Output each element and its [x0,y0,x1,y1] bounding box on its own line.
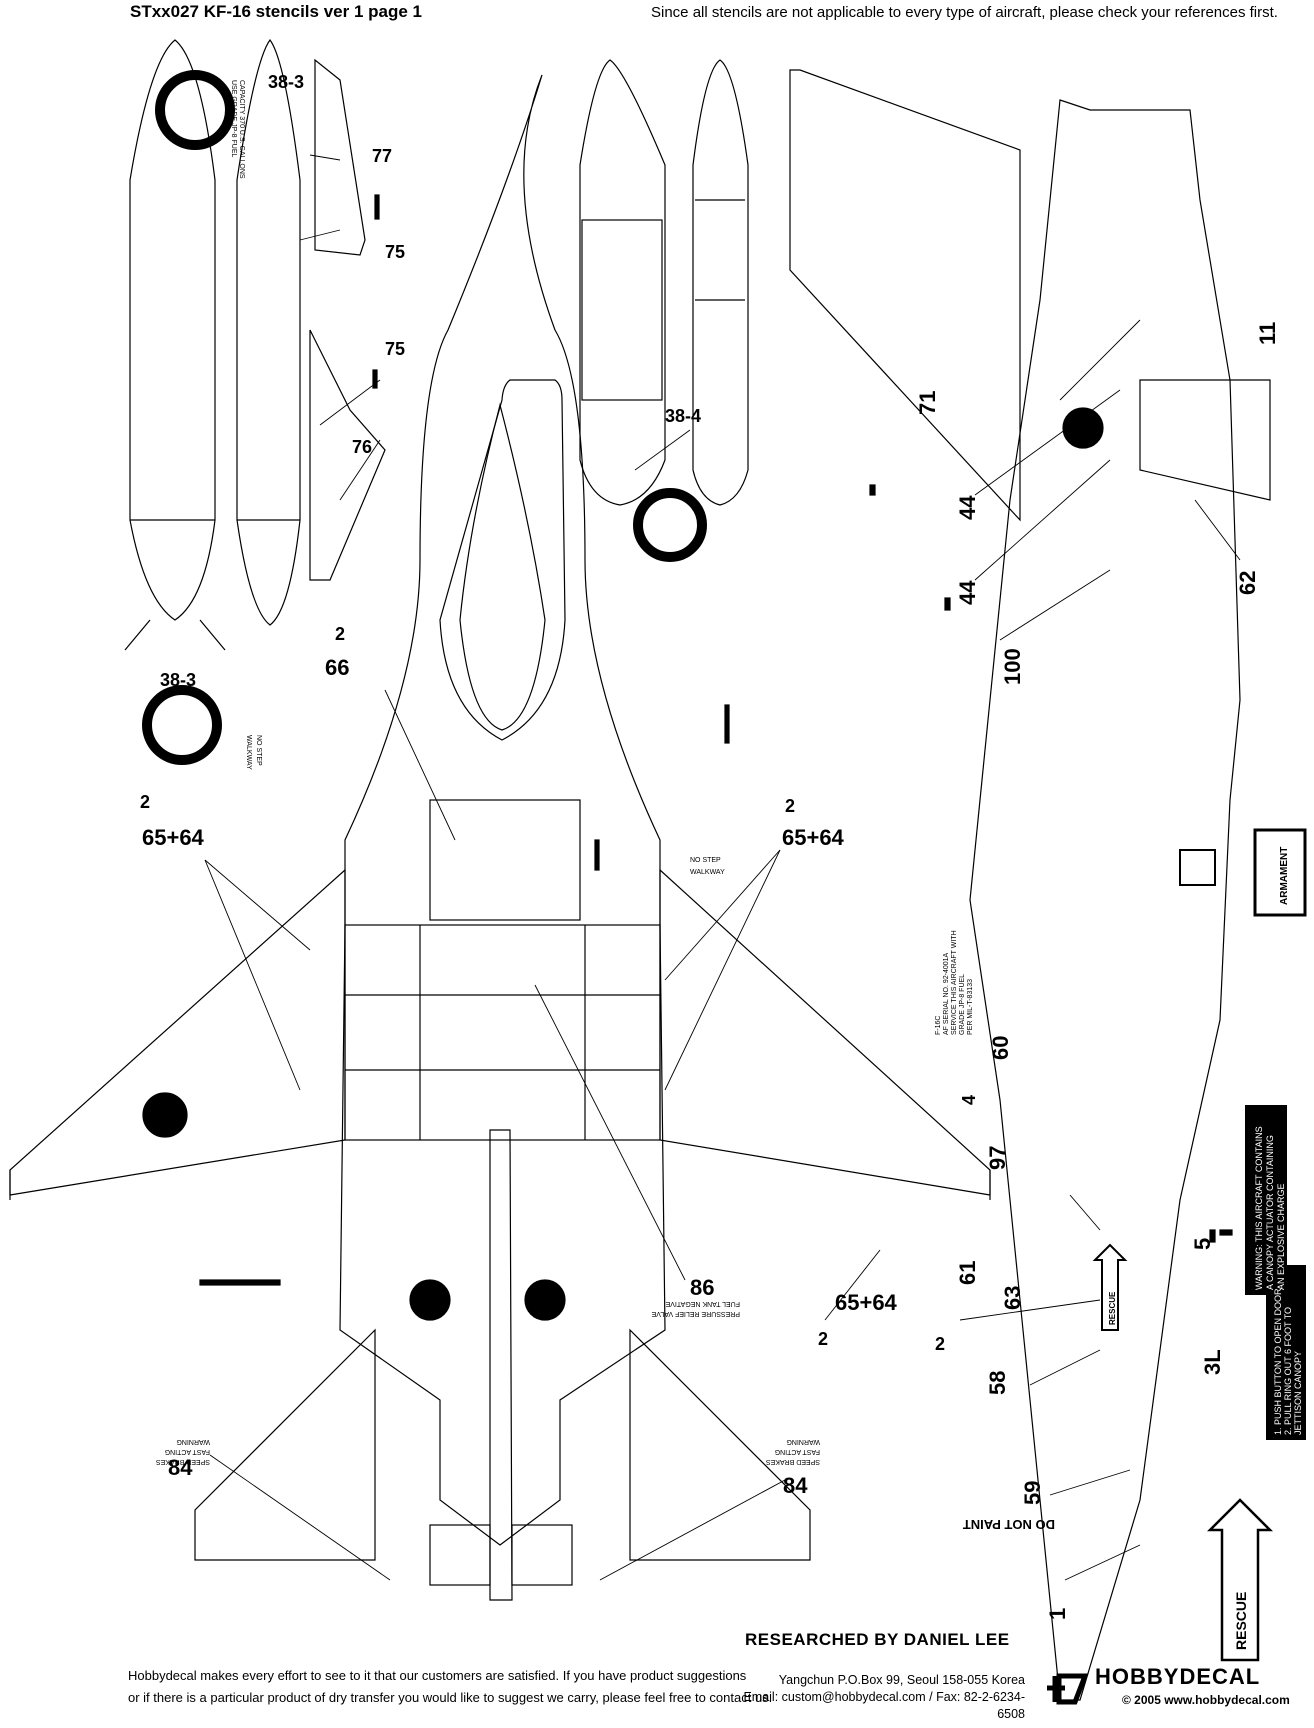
footer-line-1: Hobbydecal makes every effort to see to … [128,1668,747,1683]
drop-tank-left-2 [236,38,301,626]
footer-statement: Hobbydecal makes every effort to see to … [128,1665,772,1709]
drop-tank-right-2 [692,59,749,506]
pylon-1 [309,58,386,581]
footer-address: Yangchun P.O.Box 99, Seoul 158-055 Korea [778,1673,1025,1687]
callout-65-64-left: 65+64 [142,825,205,850]
reference-note: Since all stencils are not applicable to… [651,4,1278,21]
callout-1: 1 [1045,1608,1070,1620]
stencil-fast-right-1: WARNING [786,1438,820,1445]
stencil-service-5: PER MIL-T-83133 [967,979,974,1035]
stencil-rescue-small: RESCUE [1108,1291,1117,1325]
stencil-fast-left-2: FAST ACTING [165,1448,210,1455]
stencil-warning-canopy-3: AN EXPLOSIVE CHARGE [1276,1183,1286,1290]
callout-44-bottom: 44 [955,580,980,605]
stencil-service-1: F-16C [935,1016,942,1035]
stencil-no-step-right: NO STEP [690,857,721,864]
stencil-fast-left-1: WARNING [176,1438,210,1445]
stencil-walkway-right: WALKWAY [690,869,725,876]
callout-84-right: 84 [783,1473,808,1498]
callout-2-side: 2 [935,1334,945,1354]
stencil-no-step: NO STEP [255,735,262,766]
stencil-fast-right-2: FAST ACTING [775,1448,820,1455]
callout-62: 62 [1235,571,1260,595]
copyright: © 2005 www.hobbydecal.com [1122,1693,1290,1707]
callout-60: 60 [988,1036,1013,1060]
callout-66: 66 [325,655,349,680]
footer-contact: Yangchun P.O.Box 99, Seoul 158-055 Korea… [735,1672,1025,1723]
stencil-warning-canopy-1: WARNING: THIS AIRCRAFT CONTAINS [1254,1126,1264,1290]
leader-lines [204,154,1241,1581]
callout-76: 76 [352,437,372,457]
stencil-push-button-2: 2. PULL RING OUT 6 FOOT TO [1283,1307,1293,1435]
stencil-do-not-paint: DO NOT PAINT [963,1517,1055,1532]
stencil-fuel-tank-2: PRESSURE RELIEF VALVE [651,1310,740,1317]
aircraft-top-view [9,70,991,1601]
callout-38-3-bottom: 38-3 [160,670,196,690]
callout-58: 58 [985,1371,1010,1395]
callout-44-top: 44 [955,495,980,520]
hobbydecal-logo-icon [1045,1668,1090,1708]
callout-11: 11 [1255,322,1280,345]
stencil-walkway: WALKWAY [245,735,252,770]
stencil-fast-left-3: SPEED BRAKES [156,1458,210,1465]
stencil-armament: ARMAMENT [1279,847,1290,905]
stencil-capacity-2: USE GRADE JP-8 FUEL [230,80,237,158]
callout-2-left: 2 [140,792,150,812]
callout-59: 59 [1020,1481,1045,1505]
callout-2-lower: 2 [818,1329,828,1349]
footer-line-2: or if there is a particular product of d… [128,1690,773,1705]
callout-63: 63 [1000,1286,1025,1310]
stencil-service-2: AF SERIAL NO. 92-4001A [943,952,950,1035]
callout-65-64-lower: 65+64 [835,1290,898,1315]
callout-77: 77 [372,146,392,166]
callout-4: 4 [959,1095,979,1105]
brand-name: HOBBYDECAL [1095,1664,1261,1689]
callout-65-64-right: 65+64 [782,825,845,850]
callout-84-left: 84 [168,1455,193,1480]
stencil-rescue-large: RESCUE [1233,1592,1249,1650]
callout-2-nose: 2 [335,624,345,644]
drop-tank-left-1 [124,39,226,651]
stencil-service-3: SERVICE THIS AIRCRAFT WITH [951,930,958,1035]
callout-5: 5 [1190,1238,1215,1250]
stencil-capacity-1: CAPACITY 370 U.S. GALLONS [238,80,245,179]
callout-3l: 3L [1200,1349,1225,1375]
stencil-fuel-tank-1: FUEL TANK NEGATIVE [665,1300,740,1307]
callout-38-3-top: 38-3 [268,72,304,92]
callout-86: 86 [690,1275,714,1300]
stencil-fast-right-3: SPEED BRAKES [766,1458,820,1465]
callout-75-bottom: 75 [385,339,405,359]
stencil-push-button-3: JETTISON CANOPY [1293,1351,1303,1435]
aircraft-side-view [789,69,1307,1701]
callout-100: 100 [1000,648,1025,685]
callout-97: 97 [985,1146,1010,1170]
researched-by: RESEARCHED BY DANIEL LEE [745,1630,1010,1649]
callout-75-top: 75 [385,242,405,262]
stencil-push-button-1: 1. PUSH BUTTON TO OPEN DOOR [1273,1288,1283,1435]
callout-38-4: 38-4 [665,406,701,426]
callout-61: 61 [955,1261,980,1285]
footer-email: Email: custom@hobbydecal.com / Fax: 82-2… [743,1690,1025,1721]
stencil-service-4: GRADE JP-8 FUEL [959,974,966,1035]
drop-tank-right-1 [579,59,666,506]
sheet-title: STxx027 KF-16 stencils ver 1 page 1 [130,2,422,21]
stencil-warning-canopy-2: A CANOPY ACTUATOR CONTAINING [1265,1135,1275,1290]
callout-2-right: 2 [785,796,795,816]
callout-71: 71 [915,391,940,415]
